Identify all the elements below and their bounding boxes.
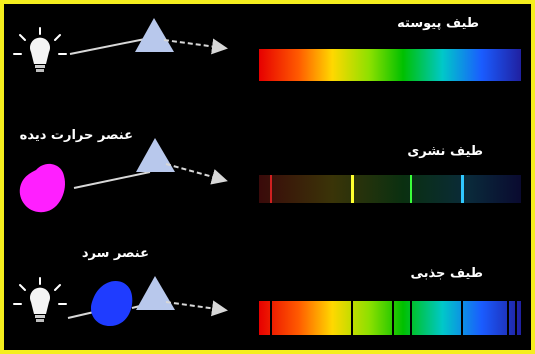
dispersed-ray [164,40,224,48]
diagram-svg [4,4,531,350]
hot-element-blob-icon [20,164,65,212]
continuous-spectrum-band [259,49,521,81]
hot-element-label: عنصر حرارت دیده [20,128,133,143]
continuous-spectrum-label: طیف پیوسته [397,16,479,31]
cold-element-label: عنصر سرد [82,246,149,261]
prism-icon [135,18,174,52]
absorption-spectrum-band [259,301,521,335]
prism-icon [136,138,175,172]
absorption-spectrum-label: طیف جذبی [411,266,483,281]
emission-spectrum-band [259,175,521,203]
diagram-canvas: طیف پیوسته عنصر حرارت دیده طیف نشری عنصر… [4,4,531,350]
cold-element-blob-icon [91,281,132,326]
light-ray [74,172,150,188]
light-bulb-icon [14,278,66,322]
dispersed-ray [166,302,224,310]
emission-spectrum-label: طیف نشری [407,144,483,159]
light-ray [68,312,94,318]
light-bulb-icon [14,28,66,72]
prism-icon [136,276,175,310]
